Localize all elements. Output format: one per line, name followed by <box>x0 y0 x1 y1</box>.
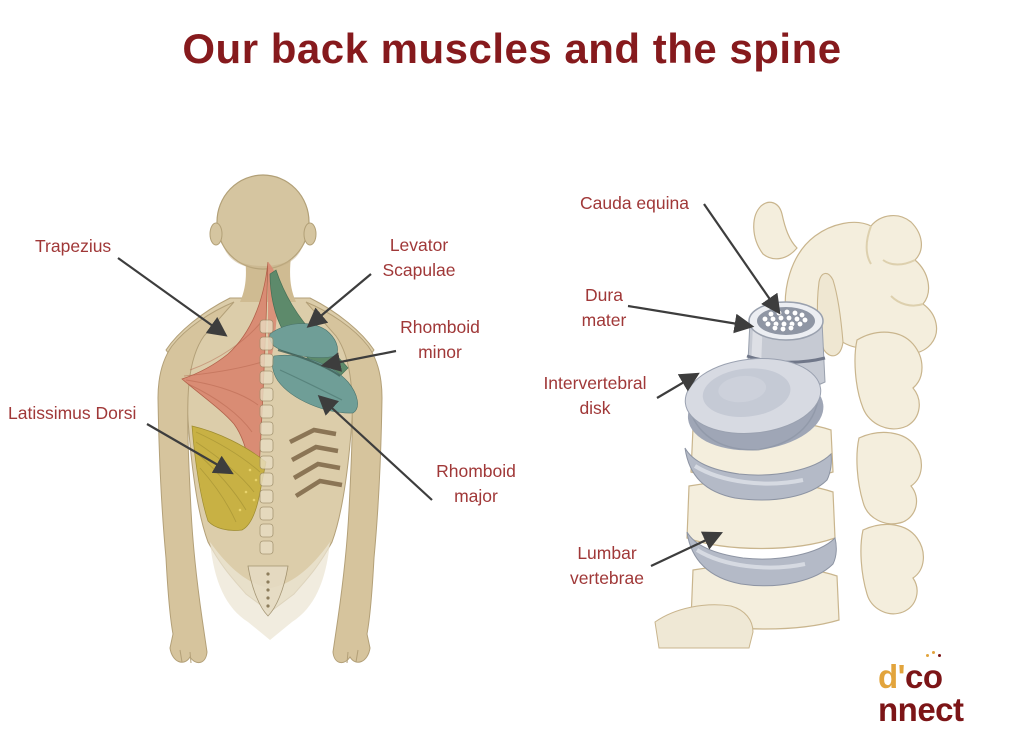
facet-complex-lower <box>860 523 924 615</box>
label-levator-scapulae: Levator Scapulae <box>382 235 456 281</box>
label-dura-mater: Dura mater <box>581 285 627 331</box>
facet-complex-middle <box>856 431 922 525</box>
intervertebral-disk-top <box>684 358 824 451</box>
facet-complex-upper <box>854 331 923 430</box>
dconnect-logo: d'connect <box>878 654 1024 728</box>
logo-rest: nnect <box>878 691 964 728</box>
sacrum-dots <box>266 572 270 608</box>
label-lumbar-vertebrae: Lumbar vertebrae <box>570 543 644 589</box>
hand-lines <box>179 649 359 664</box>
latissimus-speckles <box>238 468 258 512</box>
right-ear <box>303 222 317 246</box>
page-title: Our back muscles and the spine <box>0 24 1024 73</box>
transverse-process-left <box>753 201 798 260</box>
logo-c: c <box>905 658 923 695</box>
logo-prefix: d' <box>878 658 906 695</box>
bottom-bone-wedge <box>654 604 754 649</box>
logo-stylized-o: o <box>922 654 943 695</box>
label-trapezius: Trapezius <box>35 236 112 256</box>
spine-column <box>259 319 274 555</box>
label-cauda-equina: Cauda equina <box>580 193 689 213</box>
disk-band-1 <box>684 447 832 501</box>
rhomboid-crease <box>277 349 341 377</box>
label-rhomboid-minor: Rhomboid minor <box>400 317 480 363</box>
label-latissimus-dorsi: Latissimus Dorsi <box>8 403 137 423</box>
left-ear <box>209 222 223 246</box>
posterior-mass-lines <box>865 225 924 307</box>
page-title-text: Our back muscles and the spine <box>182 25 842 72</box>
disk-band-1-highlight <box>693 464 804 486</box>
disk-band-2 <box>686 531 837 587</box>
trapezius-fibers <box>183 319 264 433</box>
trapezius-muscle <box>181 261 269 489</box>
label-rhomboid-major: Rhomboid major <box>436 461 516 507</box>
head <box>216 174 310 270</box>
label-intervertebral-disk: Intervertebral disk <box>543 373 647 419</box>
spine-illustration <box>654 201 938 649</box>
